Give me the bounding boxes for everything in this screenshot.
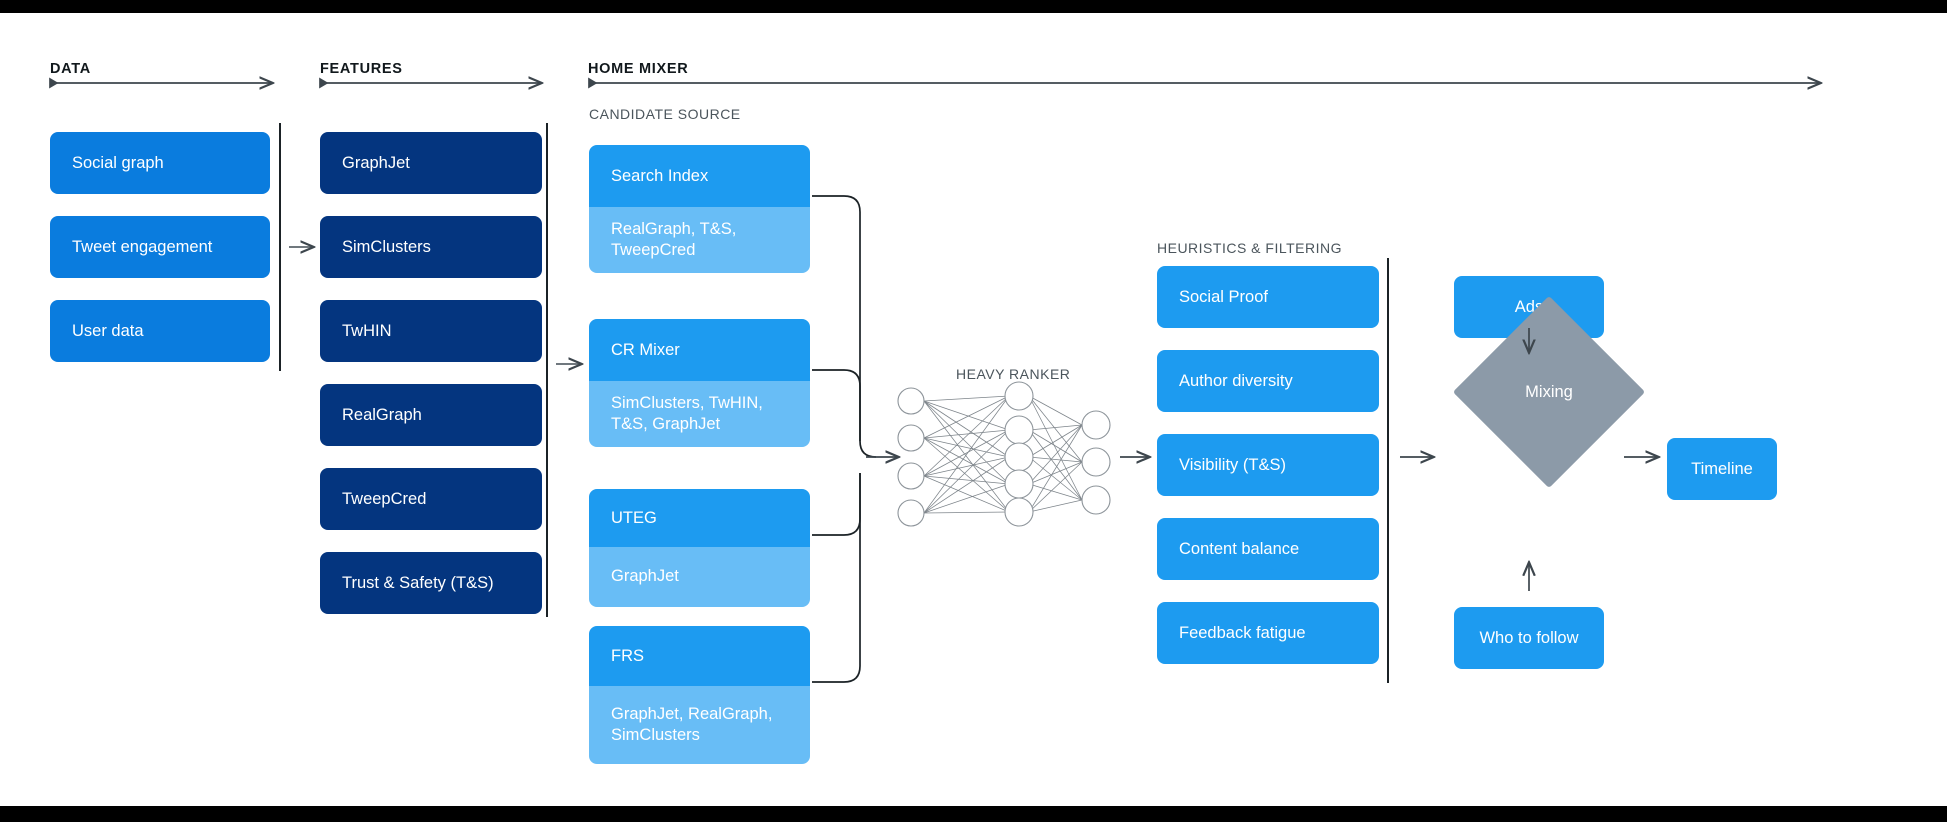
data-box-tweet-engagement[interactable]: Tweet engagement <box>50 216 270 278</box>
data-box-user-data[interactable]: User data <box>50 300 270 362</box>
data-box-label: User data <box>72 321 144 340</box>
data-box-label: Social graph <box>72 153 164 172</box>
feature-box-realgraph[interactable]: RealGraph <box>320 384 542 446</box>
heuristic-box-label: Social Proof <box>1179 287 1268 306</box>
candidate-source-name: UTEG <box>589 489 810 547</box>
feature-box-tweepcred[interactable]: TweepCred <box>320 468 542 530</box>
heuristic-box-label: Feedback fatigue <box>1179 623 1306 642</box>
feature-box-label: TwHIN <box>342 321 392 340</box>
candidate-source-name: Search Index <box>589 145 810 207</box>
section-label-heuristics: HEURISTICS & FILTERING <box>1157 240 1342 256</box>
output-box-timeline[interactable]: Timeline <box>1667 438 1777 500</box>
data-box-label: Tweet engagement <box>72 237 213 256</box>
bottom-letterbox-bar <box>0 806 1947 822</box>
diagram-sheet: DATA FEATURES HOME MIXER CANDIDATE SOURC… <box>0 13 1947 806</box>
feature-box-label: GraphJet <box>342 153 410 172</box>
feature-box-simclusters[interactable]: SimClusters <box>320 216 542 278</box>
divider-heuristics-output <box>1387 258 1389 683</box>
divider-data-features <box>279 123 281 371</box>
output-box-who-to-follow[interactable]: Who to follow <box>1454 607 1604 669</box>
candidate-source-card-frs[interactable]: FRS GraphJet, RealGraph, SimClusters <box>589 626 810 764</box>
candidate-source-features: GraphJet <box>589 547 810 607</box>
phase-label-home-mixer: HOME MIXER <box>588 61 689 77</box>
heuristic-box-label: Author diversity <box>1179 371 1293 390</box>
heuristic-box-content-balance[interactable]: Content balance <box>1157 518 1379 580</box>
output-box-label: Timeline <box>1691 459 1753 478</box>
section-label-candidate-source: CANDIDATE SOURCE <box>589 106 741 122</box>
heuristic-box-label: Content balance <box>1179 539 1300 558</box>
heuristic-box-author-diversity[interactable]: Author diversity <box>1157 350 1379 412</box>
section-label-heavy-ranker: HEAVY RANKER <box>956 366 1071 382</box>
feature-box-label: TweepCred <box>342 489 427 508</box>
candidate-source-card-search-index[interactable]: Search Index RealGraph, T&S, TweepCred <box>589 145 810 273</box>
heuristic-box-visibility[interactable]: Visibility (T&S) <box>1157 434 1379 496</box>
divider-features-homemixer <box>546 123 548 617</box>
feature-box-trust-safety[interactable]: Trust & Safety (T&S) <box>320 552 542 614</box>
feature-box-twhin[interactable]: TwHIN <box>320 300 542 362</box>
top-letterbox-bar <box>0 0 1947 13</box>
candidate-source-features: GraphJet, RealGraph, SimClusters <box>589 686 810 764</box>
feature-box-label: RealGraph <box>342 405 422 424</box>
output-box-label: Who to follow <box>1479 628 1579 647</box>
candidate-source-name: CR Mixer <box>589 319 810 381</box>
heuristic-box-label: Visibility (T&S) <box>1179 455 1286 474</box>
candidate-source-features: RealGraph, T&S, TweepCred <box>589 207 810 273</box>
candidate-source-name: FRS <box>589 626 810 686</box>
heuristic-box-social-proof[interactable]: Social Proof <box>1157 266 1379 328</box>
candidate-source-features: SimClusters, TwHIN, T&S, GraphJet <box>589 381 810 447</box>
feature-box-label: Trust & Safety (T&S) <box>342 573 494 592</box>
phase-label-features: FEATURES <box>320 61 403 77</box>
mixing-diamond-label: Mixing <box>1525 382 1573 401</box>
candidate-source-card-cr-mixer[interactable]: CR Mixer SimClusters, TwHIN, T&S, GraphJ… <box>589 319 810 447</box>
feature-box-graphjet[interactable]: GraphJet <box>320 132 542 194</box>
phase-label-data: DATA <box>50 61 91 77</box>
feature-box-label: SimClusters <box>342 237 431 256</box>
candidate-source-card-uteg[interactable]: UTEG GraphJet <box>589 489 810 607</box>
data-box-social-graph[interactable]: Social graph <box>50 132 270 194</box>
heuristic-box-feedback-fatigue[interactable]: Feedback fatigue <box>1157 602 1379 664</box>
